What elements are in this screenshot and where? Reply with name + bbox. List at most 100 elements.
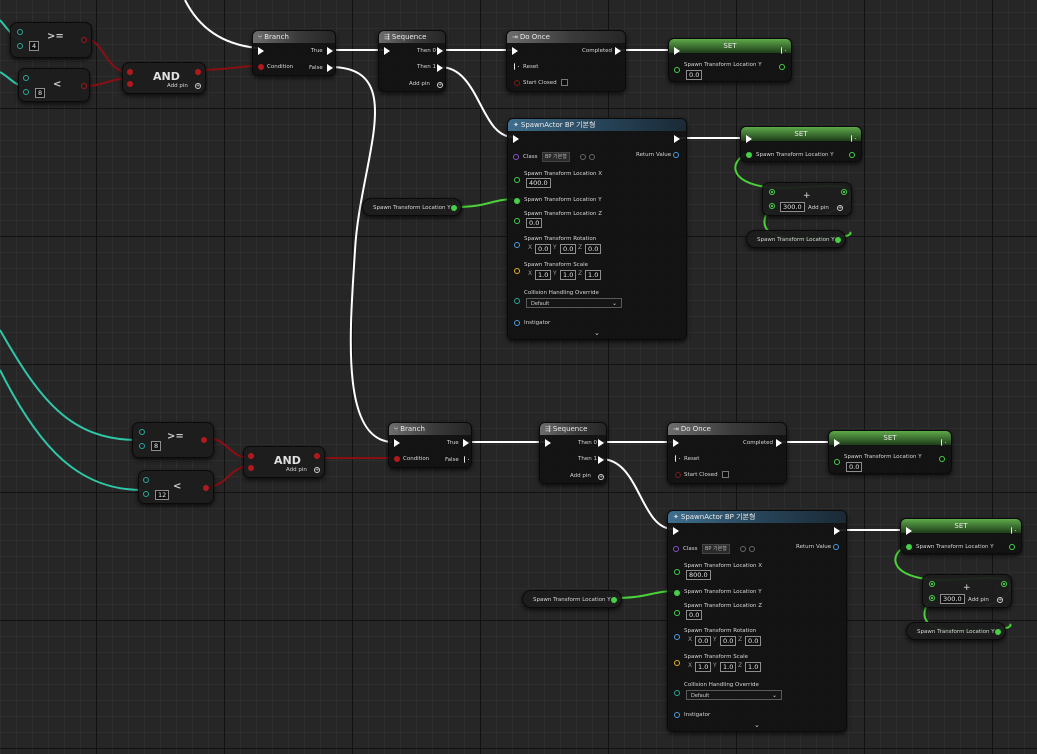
float-output-pin[interactable] xyxy=(995,629,1001,635)
rot-z-field[interactable]: 0.0 xyxy=(585,244,602,254)
less-than-node[interactable]: 8 < xyxy=(18,68,90,102)
float-input-pin[interactable] xyxy=(746,152,752,158)
add-pin-icon[interactable]: + xyxy=(437,82,443,88)
bool-input-pin[interactable] xyxy=(127,69,133,75)
true-exec-pin[interactable] xyxy=(463,439,469,447)
completed-exec-pin[interactable] xyxy=(776,439,782,447)
loc-z-pin[interactable] xyxy=(514,218,520,224)
reset-exec-pin[interactable] xyxy=(675,455,680,462)
exec-input-pin[interactable] xyxy=(384,47,390,55)
search-icon[interactable] xyxy=(589,154,595,160)
bool-output-pin[interactable] xyxy=(314,453,320,459)
spawn-actor-node[interactable]: ✦SpawnActor BP 기본형 Class BP 기본형 Return V… xyxy=(507,118,687,340)
float-value-field[interactable]: 0.0 xyxy=(846,462,863,472)
float-output-pin[interactable] xyxy=(779,64,785,70)
condition-pin[interactable] xyxy=(258,64,264,70)
true-exec-pin[interactable] xyxy=(327,47,333,55)
scale-x-field[interactable]: 1.0 xyxy=(695,662,712,672)
float-value-field[interactable]: 300.0 xyxy=(940,594,965,604)
exec-input-pin[interactable] xyxy=(394,439,400,447)
do-once-node[interactable]: ⇥Do Once Completed Reset Start Closed xyxy=(506,30,626,92)
loc-x-field[interactable]: 400.0 xyxy=(526,178,551,188)
float-output-pin[interactable] xyxy=(1009,544,1015,550)
add-pin-label[interactable]: Add pin xyxy=(167,83,188,89)
add-pin-icon[interactable]: + xyxy=(314,467,320,473)
reset-exec-pin[interactable] xyxy=(514,63,519,70)
branch-node[interactable]: ⑂Branch Condition True False xyxy=(388,422,472,468)
set-node[interactable]: SET Spawn Transform Location Y 0.0 xyxy=(668,38,792,82)
rot-z-field[interactable]: 0.0 xyxy=(745,636,762,646)
scale-pin[interactable] xyxy=(514,268,520,274)
branch-node[interactable]: ⑂Branch Condition True False xyxy=(252,30,336,76)
exec-input-pin[interactable] xyxy=(906,527,912,535)
add-float-node[interactable]: 300.0 + Add pin + xyxy=(762,182,852,216)
scale-x-field[interactable]: 1.0 xyxy=(535,270,552,280)
loc-x-field[interactable]: 800.0 xyxy=(686,570,711,580)
set-node[interactable]: SET Spawn Transform Location Y xyxy=(740,126,862,162)
scale-y-field[interactable]: 1.0 xyxy=(560,270,577,280)
expand-chevron-icon[interactable]: ⌄ xyxy=(754,721,760,729)
class-dropdown[interactable]: BP 기본형 xyxy=(542,152,570,162)
bool-input-pin[interactable] xyxy=(248,453,254,459)
set-node[interactable]: SET Spawn Transform Location Y 0.0 xyxy=(828,430,952,474)
scale-z-field[interactable]: 1.0 xyxy=(585,270,602,280)
int-value-field[interactable]: 12 xyxy=(155,490,170,500)
bool-output-pin[interactable] xyxy=(201,437,207,443)
add-float-node[interactable]: 300.0 + Add pin + xyxy=(922,574,1012,608)
int-input-pin[interactable] xyxy=(23,75,29,81)
and-node[interactable]: AND Add pin + xyxy=(243,446,325,478)
int-input-pin[interactable] xyxy=(17,29,23,35)
variable-getter-node[interactable]: Spawn Transform Location Y xyxy=(362,198,462,216)
completed-exec-pin[interactable] xyxy=(615,47,621,55)
float-output-pin[interactable] xyxy=(841,189,847,195)
then0-exec-pin[interactable] xyxy=(437,47,443,55)
add-pin-icon[interactable]: + xyxy=(837,205,843,211)
add-pin-label[interactable]: Add pin xyxy=(570,473,591,479)
search-icon[interactable] xyxy=(749,546,755,552)
false-exec-pin[interactable] xyxy=(464,456,469,463)
do-once-node[interactable]: ⇥Do Once Completed Reset Start Closed xyxy=(667,422,787,484)
loc-z-field[interactable]: 0.0 xyxy=(686,610,703,620)
loc-z-pin[interactable] xyxy=(674,610,680,616)
and-node[interactable]: AND Add pin + xyxy=(122,62,206,94)
set-node[interactable]: SET Spawn Transform Location Y xyxy=(900,518,1022,554)
float-input-pin[interactable] xyxy=(769,203,775,209)
int-input-pin[interactable] xyxy=(143,477,149,483)
float-input-pin[interactable] xyxy=(674,67,680,73)
browse-icon[interactable] xyxy=(580,154,586,160)
bool-output-pin[interactable] xyxy=(81,37,87,43)
bool-input-pin[interactable] xyxy=(248,465,254,471)
start-closed-pin[interactable] xyxy=(514,80,520,86)
instigator-pin[interactable] xyxy=(514,320,520,326)
start-closed-checkbox[interactable] xyxy=(561,79,568,86)
false-exec-pin[interactable] xyxy=(327,64,333,72)
float-input-pin[interactable] xyxy=(834,459,840,465)
exec-input-pin[interactable] xyxy=(673,439,679,447)
scale-z-field[interactable]: 1.0 xyxy=(745,662,762,672)
sequence-node[interactable]: ⇶Sequence Then 0 Then 1 Add pin + xyxy=(378,30,446,92)
scale-y-field[interactable]: 1.0 xyxy=(720,662,737,672)
class-pin[interactable] xyxy=(673,546,679,552)
int-value-field[interactable]: 4 xyxy=(29,41,40,51)
class-dropdown[interactable]: BP 기본형 xyxy=(702,544,730,554)
greater-equal-node[interactable]: 8 >= xyxy=(132,422,214,458)
exec-output-pin[interactable] xyxy=(674,135,680,143)
add-pin-label[interactable]: Add pin xyxy=(409,81,430,87)
rot-x-field[interactable]: 0.0 xyxy=(695,636,712,646)
return-value-pin[interactable] xyxy=(833,544,839,550)
float-output-pin[interactable] xyxy=(1001,581,1007,587)
int-input-pin[interactable] xyxy=(23,89,29,95)
loc-y-pin[interactable] xyxy=(674,590,680,596)
int-input-pin[interactable] xyxy=(143,491,149,497)
add-pin-label[interactable]: Add pin xyxy=(808,205,829,211)
int-value-field[interactable]: 8 xyxy=(151,441,162,451)
scale-pin[interactable] xyxy=(674,660,680,666)
add-pin-label[interactable]: Add pin xyxy=(286,467,307,473)
int-input-pin[interactable] xyxy=(139,429,145,435)
float-output-pin[interactable] xyxy=(611,597,617,603)
exec-input-pin[interactable] xyxy=(512,47,518,55)
loc-z-field[interactable]: 0.0 xyxy=(526,218,543,228)
less-than-node[interactable]: 12 < xyxy=(138,470,214,504)
class-pin[interactable] xyxy=(513,154,519,160)
float-value-field[interactable]: 300.0 xyxy=(780,202,805,212)
